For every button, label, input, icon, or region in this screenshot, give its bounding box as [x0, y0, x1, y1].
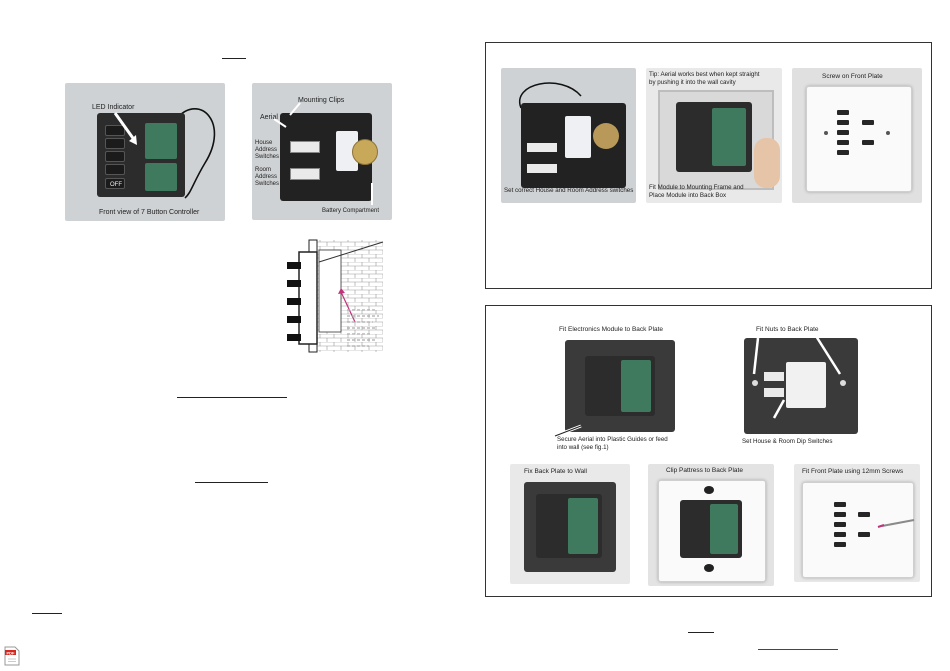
note-underline [32, 613, 62, 614]
arrow-icon [273, 102, 373, 205]
fix-back-plate-photo: Fix Back Plate to Wall [510, 464, 630, 584]
clip-icon [704, 486, 714, 494]
battery-icon [593, 123, 619, 149]
pcb-section [568, 498, 598, 554]
clip-icon [704, 564, 714, 572]
mounting-frame-photo: Tip: Aerial works best when kept straigh… [646, 68, 782, 203]
off-button-label: OFF [110, 182, 122, 188]
arrow-icon [752, 335, 842, 419]
battery-compartment-label: Battery Compartment [322, 208, 380, 214]
section-underline [177, 397, 287, 398]
left-page: OFF LED Indicator Front view of 7 Button… [0, 0, 470, 667]
installation-box-2: Fit Electronics Module to Back Plate Sec… [485, 305, 932, 597]
dip-switch [764, 388, 784, 397]
plate-button [862, 140, 874, 145]
plate-button [834, 542, 846, 547]
heading-underline [222, 58, 246, 59]
front-plate [802, 482, 914, 578]
fix-back-plate-title: Fix Back Plate to Wall [524, 468, 587, 475]
fit-front-plate-title: Fit Front Plate using 12mm Screws [802, 468, 904, 475]
dip-switch [527, 143, 557, 152]
arrow-icon [554, 424, 582, 438]
controller-button [105, 178, 125, 189]
controller-button [105, 138, 125, 149]
front-plate-caption: Screw on Front Plate [822, 73, 883, 80]
controller-button [105, 164, 125, 175]
plate-button [837, 140, 849, 145]
aerial-wire-graphic [518, 82, 582, 109]
controller-button [105, 151, 125, 162]
house-address-dip-switch [290, 141, 320, 153]
led-indicator-label: LED Indicator [92, 104, 135, 111]
plate-button [834, 502, 846, 507]
plate-button [858, 512, 870, 517]
address-switch-caption: Set correct House and Room Address switc… [504, 187, 634, 194]
fit-nuts-caption: Set House & Room Dip Switches [742, 438, 833, 445]
clip-pattress-title: Clip Pattress to Back Plate [666, 467, 743, 474]
pdf-file-icon[interactable]: PDF [4, 646, 20, 666]
svg-text:PDF: PDF [7, 650, 16, 655]
product-label [336, 131, 358, 171]
pcb-section [712, 108, 746, 166]
dip-switch [527, 164, 557, 173]
plate-button [834, 522, 846, 527]
plate-button [834, 532, 846, 537]
plate-button [837, 150, 849, 155]
pcb-section [145, 123, 177, 159]
controller-button [105, 125, 125, 136]
clip-pattress-photo: Clip Pattress to Back Plate [648, 464, 774, 586]
hand-graphic [754, 138, 780, 188]
battery-icon [352, 139, 378, 165]
electronics-module-caption: Secure Aerial into Plastic Guides or fee… [557, 436, 668, 451]
back-view-photo: Mounting Clips Aerial House Address Swit… [252, 83, 392, 220]
plate-button [862, 120, 874, 125]
installation-box-1: Set correct House and Room Address switc… [485, 42, 932, 289]
screw-icon [824, 131, 828, 135]
room-address-label: Room Address Switches [255, 167, 280, 187]
fit-front-plate-photo: Fit Front Plate using 12mm Screws [794, 464, 920, 582]
footer-underline [688, 632, 714, 633]
plate-button [837, 110, 849, 115]
plate-button [858, 532, 870, 537]
fit-nuts-title: Fit Nuts to Back Plate [756, 326, 819, 333]
product-label [786, 362, 826, 408]
footer-link-underline[interactable] [758, 649, 838, 650]
pdf-file-icon: PDF [4, 646, 20, 666]
mounting-clips-label: Mounting Clips [298, 97, 345, 104]
plate-button [837, 120, 849, 125]
plate-button [834, 512, 846, 517]
house-address-label: House Address Switches [255, 140, 280, 160]
arrow-icon [113, 112, 137, 145]
front-view-caption: Front view of 7 Button Controller [99, 209, 200, 216]
aerial-wire-graphic [176, 108, 216, 199]
nut-icon [752, 380, 758, 386]
pcb-section [710, 504, 738, 554]
section-underline [195, 482, 268, 483]
front-plate [806, 86, 912, 192]
dip-switch [764, 372, 784, 381]
pcb-section [145, 163, 177, 191]
electronics-module-title: Fit Electronics Module to Back Plate [559, 326, 664, 333]
fit-nuts-photo: Fit Nuts to Back Plate Set House & Room … [736, 326, 866, 454]
electronics-module-photo: Fit Electronics Module to Back Plate Sec… [551, 326, 691, 454]
pcb-section [621, 360, 651, 412]
product-label [565, 116, 591, 158]
screw-icon [886, 131, 890, 135]
aerial-label: Aerial [260, 114, 278, 121]
wall-cavity-graphic [287, 239, 384, 353]
front-view-photo: OFF LED Indicator Front view of 7 Button… [65, 83, 225, 221]
address-switch-photo: Set correct House and Room Address switc… [501, 68, 636, 203]
room-address-dip-switch [290, 168, 320, 180]
wall-cavity-diagram [285, 238, 385, 354]
right-page: Set correct House and Room Address switc… [470, 0, 950, 667]
plate-button [837, 130, 849, 135]
front-plate-photo: Screw on Front Plate [792, 68, 922, 203]
nut-icon [840, 380, 846, 386]
screwdriver-graphic [877, 519, 915, 528]
mounting-frame-caption: Fit Module to Mounting Frame and Place M… [649, 184, 744, 199]
aerial-tip-text: Tip: Aerial works best when kept straigh… [649, 71, 760, 86]
